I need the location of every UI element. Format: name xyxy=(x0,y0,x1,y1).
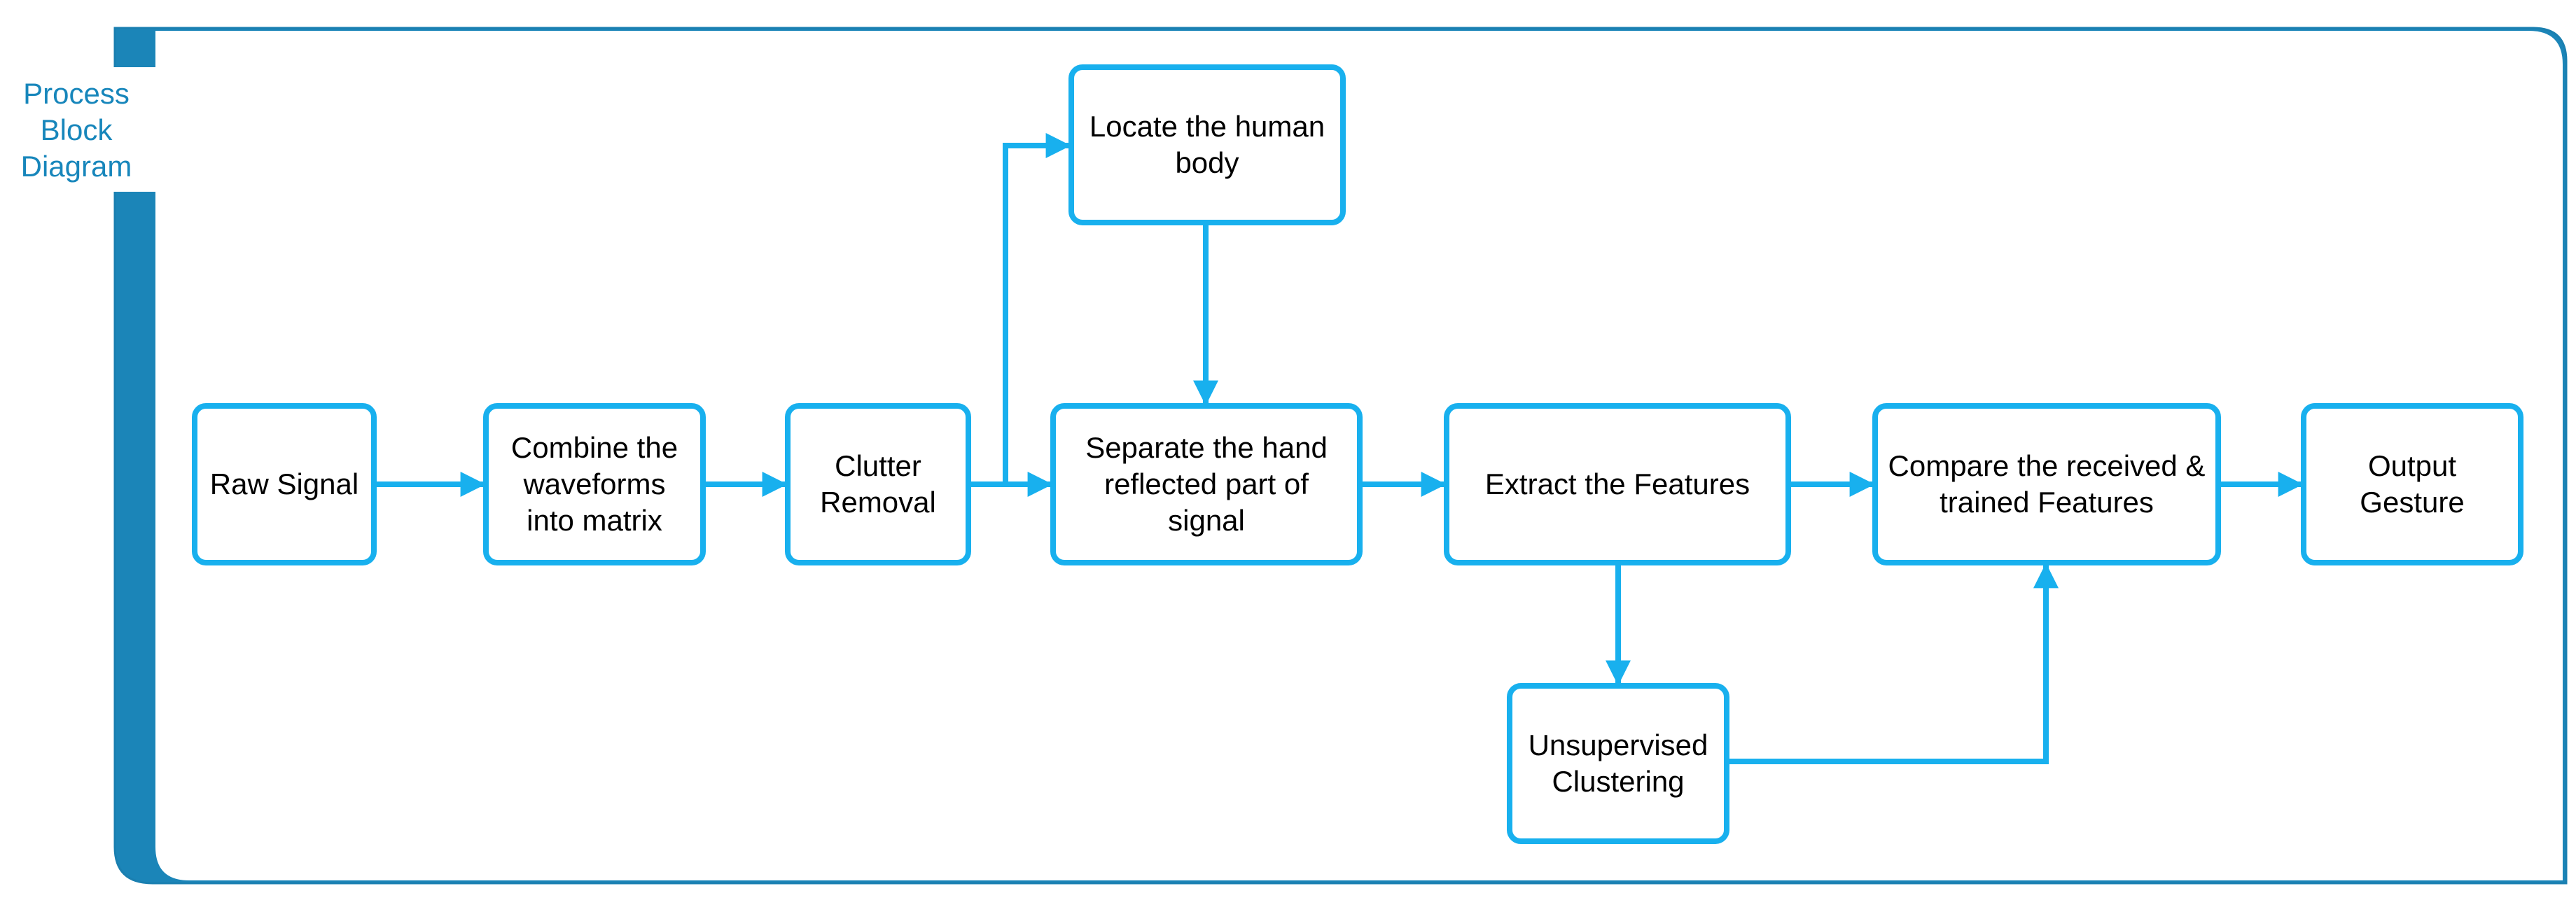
diagram-title-line: Process xyxy=(23,77,130,110)
node-raw-signal: Raw Signal xyxy=(192,403,377,565)
title-tab xyxy=(0,67,155,192)
node-combine-waveforms: Combine the waveforms into matrix xyxy=(483,403,706,565)
diagram-title-line: Block xyxy=(40,113,113,146)
diagram-title-line: Diagram xyxy=(20,150,132,183)
node-separate-hand: Separate the hand reflected part of sign… xyxy=(1050,403,1363,565)
connectors xyxy=(376,133,2304,764)
node-clutter-removal: Clutter Removal xyxy=(785,403,971,565)
arrow-clustering-to-compare xyxy=(1729,563,2059,764)
node-output-gesture: Output Gesture xyxy=(2301,403,2523,565)
node-unsupervised-clustering: Unsupervised Clustering xyxy=(1507,683,1729,844)
node-locate-human-body: Locate the human body xyxy=(1068,64,1346,225)
node-compare-features: Compare the received & trained Features xyxy=(1872,403,2221,565)
node-extract-features: Extract the Features xyxy=(1444,403,1791,565)
diagram-title: Process Block Diagram xyxy=(0,76,153,185)
arrow-clutter-to-locate xyxy=(1003,133,1071,484)
